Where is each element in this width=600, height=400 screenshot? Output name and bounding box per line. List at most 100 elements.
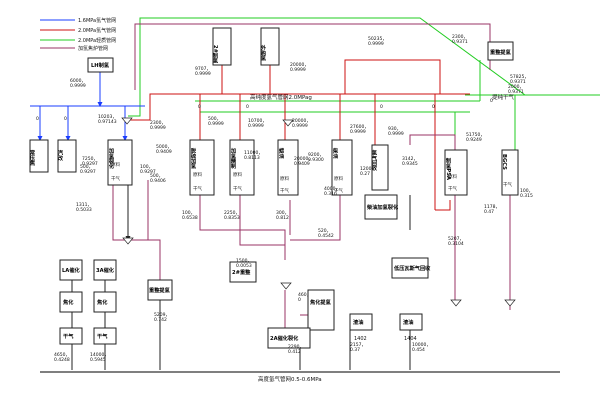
rate-label-2: 1404: [404, 336, 417, 342]
flow-label-24: 500，0.9406: [150, 173, 166, 184]
sub-bg-dry: 干气: [503, 181, 512, 188]
flow-labels: 6000，0.99999707，0.999920000，0.999950235，…: [54, 34, 533, 363]
unit-dh1-label: 脱硫加氢: [190, 147, 197, 171]
unit-rk-box[interactable]: [364, 194, 398, 220]
unit-la-bot-box[interactable]: [59, 327, 83, 345]
purple-mid: [199, 195, 286, 260]
sub-dh1-dry: 干气: [193, 185, 202, 192]
unit-ka-box[interactable]: [229, 261, 257, 283]
purple-r1: [409, 134, 456, 300]
unit-s2-label: 渣油: [403, 318, 413, 326]
source-ext-box[interactable]: [260, 27, 280, 66]
sub-dh2-dry: 干气: [233, 185, 242, 192]
unit-hc2-box[interactable]: [371, 144, 389, 191]
sub-hy2-dry: 干气: [334, 187, 343, 194]
unit-s1-label: 渣油: [353, 318, 363, 326]
flow-label-30: 100，0.315: [520, 188, 533, 199]
zero-label-7: 0: [490, 98, 493, 104]
unit-sublabels: 原料 干气 原料 干气 原料 干气 原料 干气 原料 干气 原料 干气 干气: [111, 161, 512, 194]
unit-mid-label: 重整提氢: [149, 286, 171, 294]
flow-label-27: 300，0.812: [276, 210, 289, 221]
legend-text-3: 2.0MPa轻质管网: [78, 37, 116, 44]
unit-hc1-label: 加氢裂化: [108, 147, 115, 171]
flow-label-14: 930，0.9999: [388, 126, 404, 137]
unit-s1-box[interactable]: [349, 313, 373, 331]
flow-label-10: 500，0.9999: [208, 116, 224, 127]
unit-dh2-box[interactable]: [229, 139, 255, 196]
flow-label-9: 2300，0.9999: [150, 120, 166, 131]
red-psa-bottom: [435, 200, 451, 211]
flow-label-19: 9200，0.9300: [308, 152, 324, 163]
flow-label-23: 100，0.9297: [140, 164, 156, 175]
flow-label-42: 14000，0.5945: [90, 352, 109, 363]
purple-left: [112, 180, 161, 280]
unit-kb-label: 2A催化裂化: [270, 334, 299, 342]
flow-label-2: 9707，0.9999: [195, 66, 211, 77]
unit-ll-box[interactable]: [391, 257, 429, 279]
unit-ma-box[interactable]: [93, 259, 117, 281]
purple-m4: [290, 195, 341, 241]
unit-ma-bot-box[interactable]: [93, 327, 117, 345]
valve-icon-1[interactable]: [121, 117, 133, 125]
source-refgas-label: 重整提氢: [490, 48, 512, 56]
valve-icon-5[interactable]: [450, 299, 462, 307]
flow-label-39: 2290，0.412: [288, 344, 304, 355]
unit-hy2-box[interactable]: [331, 139, 353, 196]
unit-psa-box[interactable]: [444, 149, 468, 196]
valve-icon-2[interactable]: [282, 119, 294, 127]
flow-label-35: 5207，0.3104: [448, 236, 464, 247]
unit-mid-box[interactable]: [147, 279, 173, 301]
high-pressure-label: 高纯度氢气管网2.0MPag: [250, 93, 312, 101]
unit-hc1-box[interactable]: [107, 139, 133, 186]
unit-bg-box[interactable]: [501, 149, 519, 196]
sub-dh1-feed: 原料: [193, 171, 202, 178]
valve-icon-4[interactable]: [280, 282, 292, 290]
flow-label-6: 57825，0.9371: [510, 74, 529, 85]
unit-cc-box[interactable]: [29, 139, 49, 173]
legend-text-4: 加氢焦炉管网: [78, 45, 108, 52]
source-2a-box[interactable]: [212, 27, 232, 66]
unit-kb-box[interactable]: [267, 327, 311, 349]
flow-label-37: 460，0: [298, 292, 311, 303]
sub-dh2-feed: 原料: [233, 171, 242, 178]
sub-hc1-dry: 干气: [111, 175, 120, 182]
unit-cp-box[interactable]: [307, 289, 335, 331]
flow-label-7: 2000，0.9371: [508, 84, 524, 95]
unit-hc2-label: 氢气回收: [371, 149, 378, 173]
source-refgas-box[interactable]: [487, 41, 514, 61]
low-pressure-label: 高度氢气管网0.5-0.6MPa: [258, 375, 322, 383]
flow-label-4: 50235，0.9999: [368, 36, 387, 47]
source-boxes: LH制氢 2#制氢 外购氢 重整提氢: [87, 27, 514, 73]
unit-la-label: LA催化: [62, 266, 81, 274]
valve-icon-6[interactable]: [504, 299, 516, 307]
source-lh-box[interactable]: [87, 57, 114, 73]
legend: 1.6MPa氢气管网 2.0MPa氢气管网 2.0MPa轻质管网 加氢焦炉管网: [40, 17, 116, 52]
valve-icon-3[interactable]: [122, 237, 134, 245]
unit-ps-label: 汽改: [57, 149, 63, 162]
unit-ps-box[interactable]: [57, 139, 77, 173]
unit-ma-sub-box[interactable]: [93, 291, 117, 313]
unit-hy1-box[interactable]: [277, 139, 299, 196]
sub-hy1-feed: 原料: [280, 175, 289, 182]
unit-psa-label: 制氢PSA: [445, 157, 451, 180]
unit-ma-label: 3A催化: [96, 266, 115, 274]
flow-label-1: 6000，0.9999: [70, 78, 86, 89]
red-loop-left: [130, 93, 180, 121]
unit-hy1-label: 蜡油: [278, 147, 284, 160]
unit-la-sub-box[interactable]: [59, 291, 83, 313]
flow-label-31: 1178，0.47: [484, 204, 500, 215]
zero-label-5: 0: [198, 104, 201, 110]
flow-label-16: 500，0.9297: [80, 164, 96, 175]
sub-hy1-dry: 干气: [280, 187, 289, 194]
unit-dh1-box[interactable]: [189, 139, 215, 196]
flow-label-15: 7250，0.9297: [82, 156, 98, 167]
unit-la-box[interactable]: [59, 259, 83, 281]
sub-hc1-feed: 原料: [111, 161, 120, 168]
zero-label-2: 0: [64, 116, 67, 122]
unit-s2-box[interactable]: [399, 313, 423, 331]
zero-label-3: 0: [380, 104, 383, 110]
unit-la-bot-label: 干气: [63, 332, 74, 340]
